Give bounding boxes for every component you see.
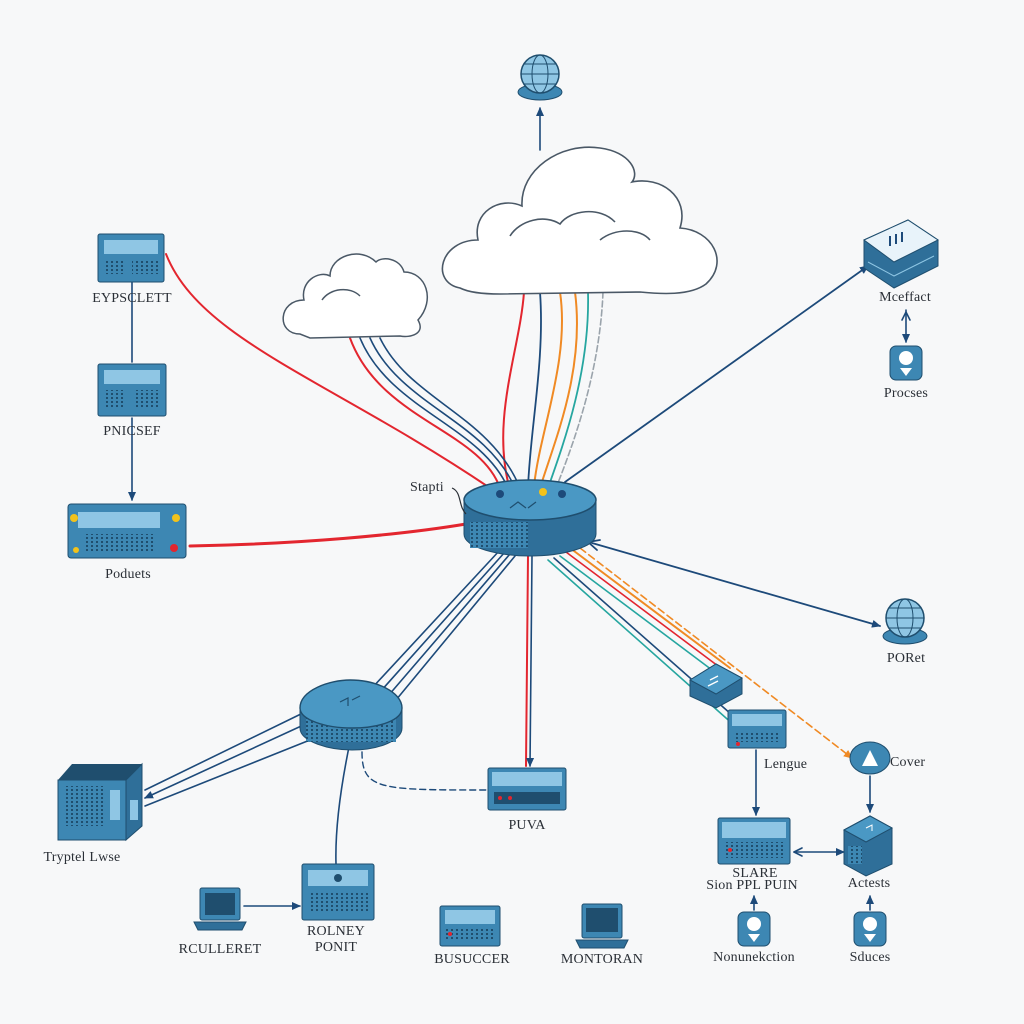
location-pin-icon [853, 911, 887, 947]
link-switch-lengue-orange [569, 547, 731, 669]
link-cloud-switch-teal [547, 291, 589, 489]
link-poduets-switch [188, 522, 468, 548]
link-router-server1 [144, 711, 306, 791]
router-icon [487, 767, 567, 811]
link-switch-router2 [379, 551, 506, 693]
link-smallcloud-switch-navy1 [359, 337, 509, 489]
label-stapti: Stapti [410, 480, 444, 495]
label-cover: Cover [890, 755, 926, 770]
laptop-icon [193, 887, 247, 931]
link-cloud-switch-orange [533, 291, 564, 487]
link-switch-lengue-teal [559, 555, 721, 677]
location-pin-icon [737, 911, 771, 947]
label-pnicsef: PNICSEF [103, 424, 161, 439]
label-slare-sub: Sion PPL PUIN [706, 878, 798, 893]
cloud-icon [441, 146, 718, 295]
label-nonuekction: Nonunekction [713, 950, 795, 965]
server-icon [97, 233, 165, 283]
switch-icon [688, 663, 744, 709]
storage-icon [842, 815, 894, 877]
router-icon [717, 817, 791, 865]
server-icon [97, 363, 167, 417]
server-icon [57, 762, 143, 842]
link-switch-puva-navy [526, 555, 535, 767]
label-slare: SLARE [732, 866, 778, 881]
router-icon [727, 709, 787, 749]
link-cloud-switch-navy [527, 291, 542, 489]
link-router-puva [361, 751, 489, 791]
link-router-server3 [144, 735, 321, 807]
label-eypscett: EYPSCLETT [92, 291, 172, 306]
link-cloud-switch-orange2 [539, 291, 578, 489]
link-switch-cover [579, 547, 853, 759]
link-smallcloud-switch-navy2 [369, 337, 516, 489]
globe-icon [882, 598, 928, 645]
monitor-icon [575, 903, 629, 949]
link-smallcloud-switch-red [349, 337, 501, 489]
label-busucer: BUSUCCER [434, 952, 510, 967]
link-switch-puva-red [525, 555, 529, 767]
link-switch-poret [591, 542, 881, 628]
label-puva: PUVA [508, 818, 546, 833]
label-poret: PORet [886, 651, 926, 666]
link-eypscett-switch [165, 253, 491, 489]
globe-icon [517, 54, 563, 101]
location-pin-icon [889, 345, 923, 381]
label-rculleret: RCULLERET [178, 942, 262, 957]
label-rolney: ROLNEY [307, 924, 365, 939]
label-mceffact: Mceffact [879, 290, 931, 305]
router-icon [439, 905, 501, 947]
link-cloud-switch-red [502, 291, 525, 491]
link-switch-mceffact [564, 265, 869, 483]
server-icon [301, 863, 375, 921]
label-procses: Procses [883, 386, 929, 401]
link-cloud-switch-gray [555, 291, 604, 489]
connection-lines [128, 107, 911, 911]
link-router-server2 [144, 721, 311, 799]
label-typtel-lwse: Tryptel Lwse [43, 850, 121, 865]
link-switch-router3 [387, 553, 511, 697]
warning-icon [849, 741, 891, 775]
label-monitoran: MONTORAN [560, 952, 644, 967]
cloud-icon [282, 253, 429, 339]
link-router-rolney [335, 741, 351, 865]
link-smallcloud-switch-navy3 [379, 337, 521, 489]
link-switch-router1 [371, 549, 501, 689]
label-ponit: PONIT [314, 940, 358, 955]
label-sduces: Sduces [849, 950, 891, 965]
switch-icon [463, 479, 597, 557]
stapti-bracket [451, 487, 467, 515]
label-poduets: Poduets [105, 567, 151, 582]
router-icon [67, 503, 187, 559]
link-switch-lengue-red [565, 551, 727, 673]
label-lengue: Lengue [764, 757, 808, 772]
label-actests: Actests [847, 876, 891, 891]
storage-icon [863, 219, 939, 289]
router-icon [299, 679, 403, 751]
link-switch-router4 [395, 555, 516, 701]
